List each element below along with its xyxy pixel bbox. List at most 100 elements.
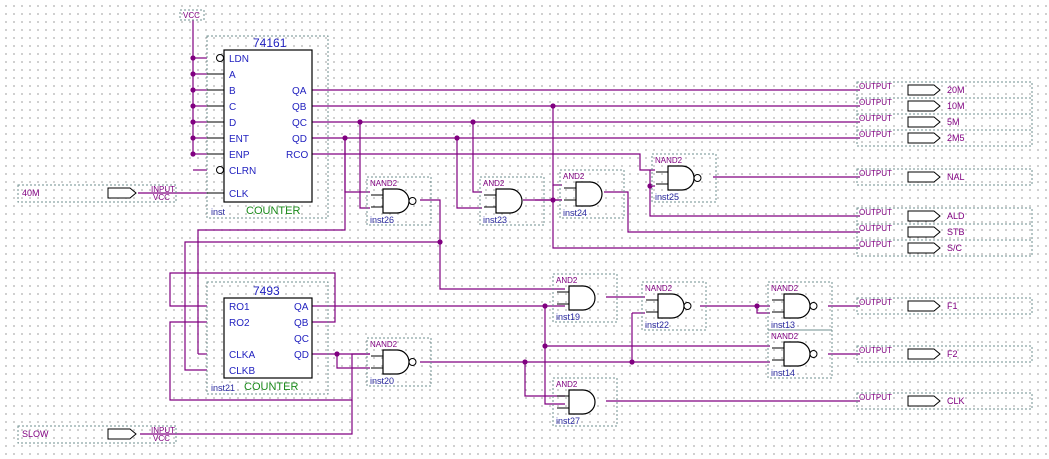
input-slow[interactable]: SLOW INPUT VCC: [17, 425, 177, 444]
gate-inst-label: inst19: [556, 312, 580, 322]
pin-ro1: RO1: [229, 302, 250, 313]
output-name: 10M: [947, 101, 965, 111]
pin-ro2: RO2: [229, 318, 250, 329]
gate-type-label: AND2: [556, 380, 578, 389]
gate-type-label: AND2: [483, 179, 505, 188]
gate-inst-label: inst14: [771, 368, 795, 378]
chip-74161-title: 74161: [253, 36, 287, 50]
output-kind: OUTPUT: [859, 240, 892, 249]
output-pin-1[interactable]: OUTPUT 20M: [856, 81, 1033, 99]
gate-inst-label: inst26: [370, 215, 394, 225]
input-40m[interactable]: 40M INPUT VCC: [17, 184, 177, 203]
output-kind: OUTPUT: [859, 346, 892, 355]
output-pin-7[interactable]: OUTPUT STB: [856, 223, 1033, 241]
output-kind: OUTPUT: [859, 98, 892, 107]
pin-7493-qc: QC: [294, 334, 309, 345]
counter-7493-type: COUNTER: [244, 381, 298, 393]
pin-clrn: CLRN: [229, 166, 256, 177]
output-pin-8[interactable]: OUTPUT S/C: [856, 239, 1033, 257]
output-kind: OUTPUT: [859, 298, 892, 307]
gate-type-label: NAND2: [771, 332, 799, 341]
pin-7493-qd: QD: [294, 350, 309, 361]
input-slow-name: SLOW: [22, 429, 49, 439]
vcc-label: VCC: [183, 11, 200, 20]
counter-7493-inst: inst21: [211, 383, 235, 393]
output-pin-11[interactable]: OUTPUT CLK: [856, 392, 1033, 410]
gate-inst27[interactable]: AND2 inst27: [552, 377, 618, 427]
gate-inst-label: inst13: [771, 320, 795, 330]
output-name: 5M: [947, 117, 960, 127]
gate-inst-label: inst23: [483, 215, 507, 225]
gate-inst23[interactable]: AND2 inst23: [479, 176, 545, 226]
output-kind: OUTPUT: [859, 224, 892, 233]
gate-type-label: NAND2: [771, 284, 799, 293]
pin-a: A: [229, 70, 236, 81]
gate-inst19[interactable]: AND2 inst19: [552, 273, 618, 323]
output-pin-2[interactable]: OUTPUT 10M: [856, 97, 1033, 115]
input-slow-sub: VCC: [153, 434, 170, 443]
pin-b: B: [229, 86, 236, 97]
vcc-symbol[interactable]: VCC: [179, 9, 205, 21]
pin-qc: QC: [292, 118, 307, 129]
gate-type-label: AND2: [563, 172, 585, 181]
gate-type-label: AND2: [556, 276, 578, 285]
gate-inst13[interactable]: NAND2 inst13: [767, 281, 833, 331]
wires: [138, 20, 860, 435]
input-40m-name: 40M: [22, 188, 40, 198]
output-name: CLK: [947, 396, 965, 406]
counter-74161-type: COUNTER: [246, 205, 300, 217]
gate-inst24[interactable]: AND2 inst24: [559, 169, 625, 219]
pin-qb: QB: [292, 102, 307, 113]
gate-type-label: NAND2: [655, 156, 683, 165]
output-name: 20M: [947, 85, 965, 95]
output-name: STB: [947, 227, 965, 237]
chip-7493-title: 7493: [253, 284, 280, 298]
pin-qa: QA: [292, 86, 307, 97]
gate-inst-label: inst25: [655, 192, 679, 202]
input-40m-sub: VCC: [153, 193, 170, 202]
input-slow-kind: INPUT: [151, 426, 175, 435]
pin-7493-qb: QB: [294, 318, 309, 329]
gate-inst25[interactable]: NAND2 inst25: [651, 153, 717, 203]
pin-clka: CLKA: [229, 350, 255, 361]
pin-c: C: [229, 102, 236, 113]
junctions: [190, 55, 760, 365]
pin-enp: ENP: [229, 150, 250, 161]
pin-d: D: [229, 118, 236, 129]
input-40m-kind: INPUT: [151, 185, 175, 194]
pin-ent: ENT: [229, 134, 249, 145]
pin-rco: RCO: [286, 150, 308, 161]
output-name: F1: [947, 301, 958, 311]
gate-inst14[interactable]: NAND2 inst14: [767, 329, 833, 379]
gate-type-label: NAND2: [645, 284, 673, 293]
gate-inst-label: inst27: [556, 416, 580, 426]
gates: NAND2inst26AND2inst23AND2inst24NAND2inst…: [366, 153, 833, 427]
counter-7493[interactable]: 7493 RO1 RO2 CLKA CLKB QA QB QC QD COUNT…: [206, 281, 329, 395]
output-kind: OUTPUT: [859, 393, 892, 402]
pin-ldn: LDN: [229, 54, 249, 65]
output-pin-4[interactable]: OUTPUT 2M5: [856, 129, 1033, 147]
gate-type-label: NAND2: [370, 340, 398, 349]
gate-inst20[interactable]: NAND2 inst20: [366, 337, 432, 387]
output-name: NAL: [947, 172, 965, 182]
gate-inst-label: inst20: [370, 376, 394, 386]
pin-clk: CLK: [229, 189, 249, 200]
counter-74161-inst: inst: [211, 207, 226, 217]
output-pin-9[interactable]: OUTPUT F1: [856, 297, 1033, 315]
counter-74161[interactable]: 74161 LDN A B C D ENT ENP CLRN CLK QA QB…: [206, 35, 329, 219]
output-kind: OUTPUT: [859, 82, 892, 91]
gate-inst-label: inst24: [563, 208, 587, 218]
output-kind: OUTPUT: [859, 130, 892, 139]
pin-7493-qa: QA: [294, 302, 309, 313]
output-name: 2M5: [947, 133, 965, 143]
output-name: S/C: [947, 243, 963, 253]
